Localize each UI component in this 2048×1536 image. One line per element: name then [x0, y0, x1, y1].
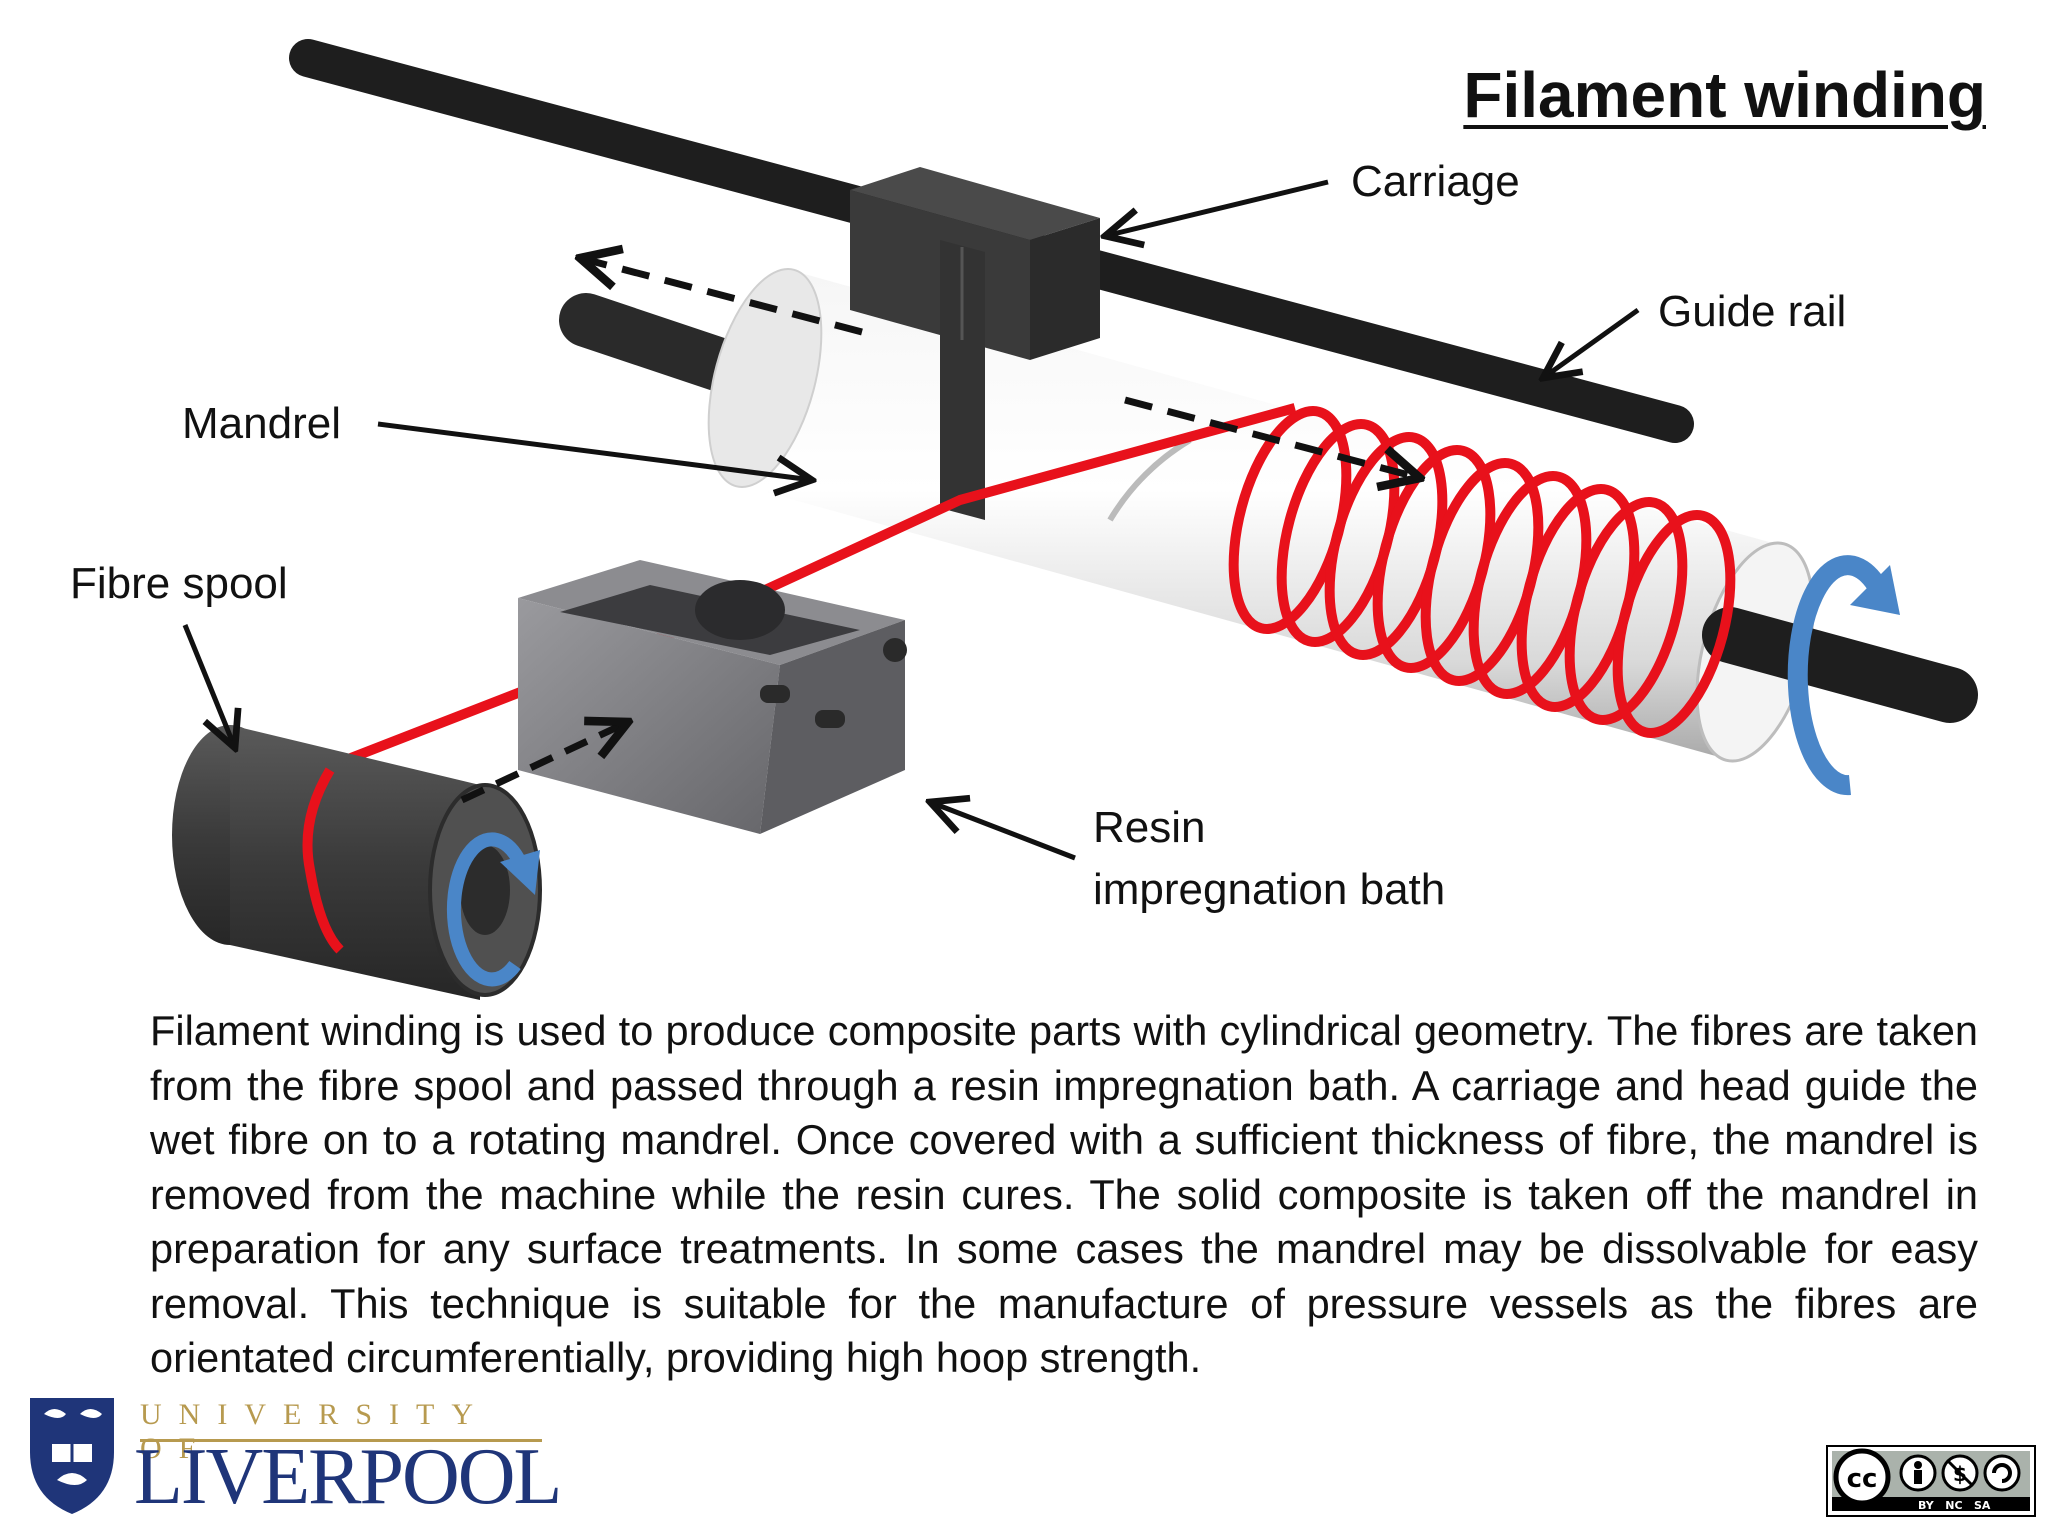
mandrel-rotation-arrow — [1787, 555, 1900, 796]
label-resin-line2: impregnation bath — [1093, 865, 1445, 914]
carriage-motion-arrow-forward — [1124, 396, 1420, 478]
mandrel-shaft-front — [1702, 607, 1978, 723]
carriage-leader — [1105, 179, 1329, 236]
creative-commons-license-badge: cc $ BY NC SA — [1826, 1445, 2036, 1517]
fibre-spool — [172, 725, 542, 1000]
university-logo: UNIVERSITY OF LIVERPOOL — [22, 1392, 562, 1522]
guide-rail-leader — [1543, 307, 1640, 378]
sa-icon — [1983, 1454, 2021, 1492]
cc-icon — [1833, 1448, 1891, 1506]
cc-icon-text: cc — [1847, 1464, 1878, 1494]
label-fibre-spool: Fibre spool — [70, 559, 288, 608]
mandrel-leader — [377, 421, 812, 480]
spool-rotation-arrow — [446, 832, 540, 987]
feed-motion-arrow — [460, 722, 628, 804]
description-paragraph: Filament winding is used to produce comp… — [150, 1007, 1978, 1381]
label-resin-line1: Resin — [1093, 803, 1206, 852]
university-crest-icon — [30, 1398, 114, 1514]
resin-bath — [518, 560, 907, 834]
license-badge-text: BY NC SA — [1918, 1499, 1991, 1512]
logo-rule — [140, 1439, 542, 1442]
fibre-spool-leader — [182, 624, 235, 748]
wound-fibre — [1228, 406, 1736, 738]
logo-line-university-of: UNIVERSITY OF — [140, 1398, 489, 1465]
label-guide-rail: Guide rail — [1658, 287, 1846, 336]
carriage — [850, 167, 1100, 520]
label-mandrel: Mandrel — [182, 399, 341, 448]
logo-line-liverpool: LIVERPOOL — [134, 1433, 562, 1521]
page-title: Filament winding — [1463, 59, 1986, 131]
resin-bath-leader — [930, 802, 1076, 861]
carriage-motion-arrow-back — [580, 258, 863, 336]
label-carriage: Carriage — [1351, 157, 1520, 206]
